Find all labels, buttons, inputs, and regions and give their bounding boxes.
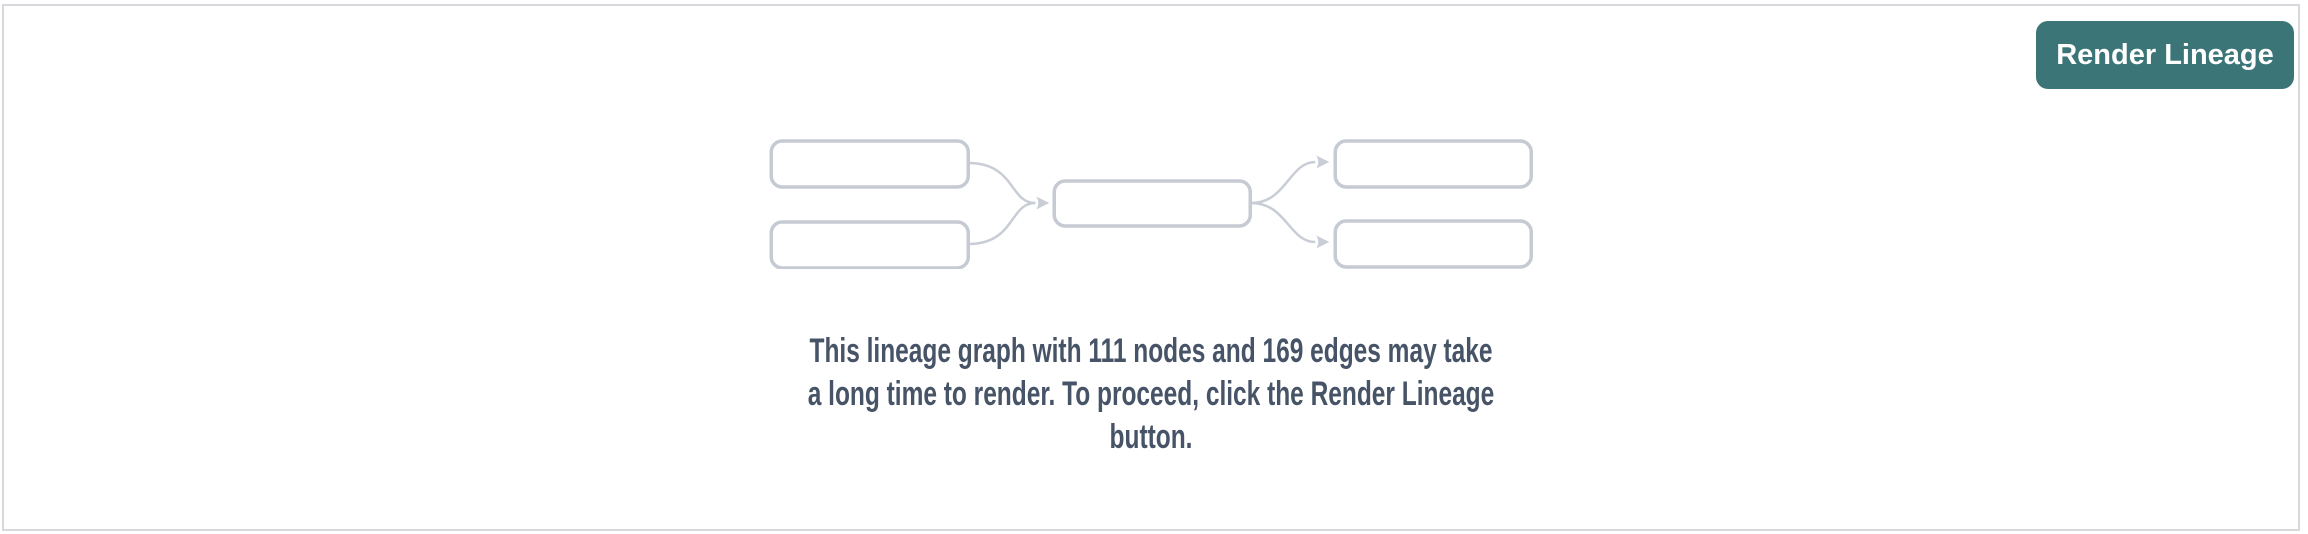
placeholder-node-box: [769, 139, 970, 189]
render-warning-line: This lineage graph with 111 nodes and 16…: [809, 332, 1493, 370]
placeholder-edges: [967, 160, 1316, 246]
lineage-graph-placeholder-icon: [769, 139, 1533, 269]
placeholder-arrowheads: [1035, 155, 1329, 249]
placeholder-edge-path: [967, 161, 1036, 205]
placeholder-nodes: [769, 139, 1533, 269]
placeholder-edge-path: [967, 201, 1036, 246]
lineage-placeholder: This lineage graph with 111 nodes and 16…: [674, 138, 1627, 459]
placeholder-node-box: [1052, 179, 1252, 228]
arrowhead-icon: [1035, 196, 1049, 210]
render-warning-message: This lineage graph with 111 nodes and 16…: [808, 330, 1495, 459]
render-warning-line: button.: [1109, 418, 1193, 456]
placeholder-node-box: [1333, 219, 1533, 269]
render-lineage-button[interactable]: Render Lineage: [2036, 21, 2294, 89]
lineage-panel: Render Lineage: [2, 4, 2300, 531]
placeholder-edge-path: [1250, 201, 1316, 244]
arrowhead-icon: [1315, 235, 1329, 249]
placeholder-node-box: [1333, 139, 1533, 189]
arrowhead-icon: [1315, 155, 1329, 169]
render-warning-line: a long time to render. To proceed, click…: [807, 375, 1495, 413]
placeholder-edge-path: [1250, 160, 1316, 205]
placeholder-node-box: [769, 220, 970, 269]
